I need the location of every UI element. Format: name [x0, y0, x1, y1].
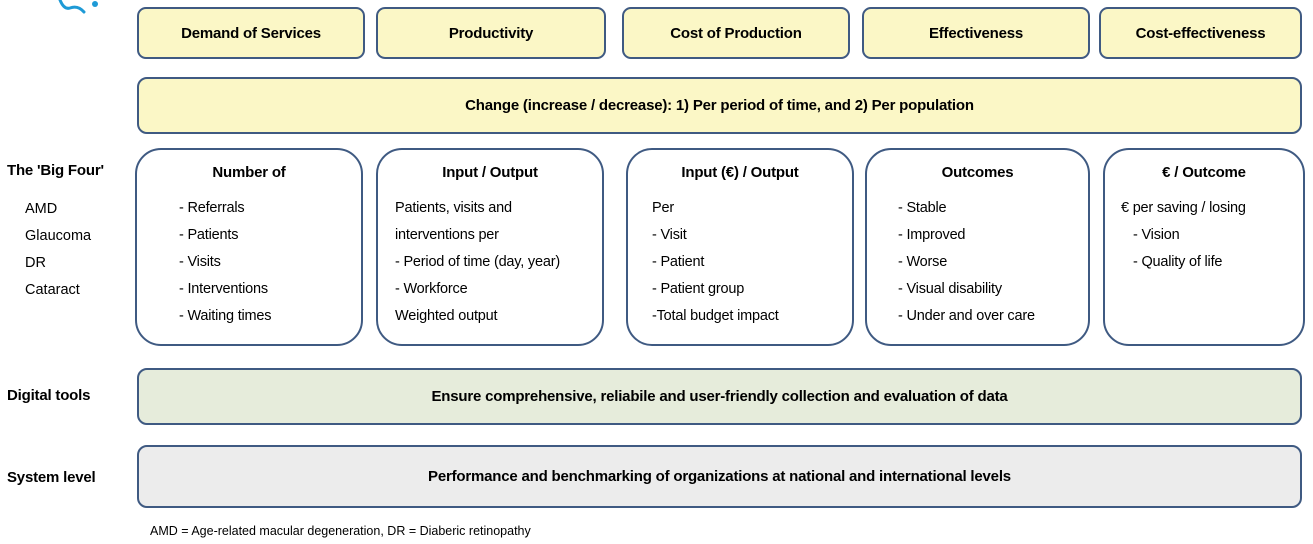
change-band: Change (increase / decrease): 1) Per per…	[137, 77, 1302, 134]
column-line: - Under and over care	[898, 308, 1035, 324]
column-line: - Referrals	[179, 200, 245, 216]
column-line: - Improved	[898, 227, 966, 243]
system-level-band: Performance and benchmarking of organiza…	[137, 445, 1302, 508]
footnote: AMD = Age-related macular degeneration, …	[150, 524, 531, 538]
disease-cataract: Cataract	[25, 282, 80, 298]
column-line: - Interventions	[179, 281, 268, 297]
column-line: - Quality of life	[1133, 254, 1223, 270]
column-input-output: Input / Output Patients, visits and inte…	[376, 148, 604, 346]
column-line: interventions per	[395, 227, 499, 243]
column-line: - Visits	[179, 254, 221, 270]
column-line: - Patient group	[652, 281, 745, 297]
system-level-label: System level	[7, 469, 96, 486]
header-demand-of-services: Demand of Services	[137, 7, 365, 59]
header-productivity: Productivity	[376, 7, 606, 59]
column-line: - Patient	[652, 254, 705, 270]
column-line: € per saving / losing	[1121, 200, 1246, 216]
column-euro-per-outcome: € / Outcome € per saving / losing - Visi…	[1103, 148, 1305, 346]
disease-glaucoma: Glaucoma	[25, 228, 92, 244]
column-line: Patients, visits and	[395, 200, 512, 216]
disease-amd: AMD	[25, 201, 58, 217]
column-line: - Visual disability	[898, 281, 1002, 297]
column-title: Input (€) / Output	[681, 164, 799, 181]
column-line: - Worse	[898, 254, 948, 270]
column-title: Input / Output	[442, 164, 538, 181]
digital-tools-band: Ensure comprehensive, reliabile and user…	[137, 368, 1302, 425]
header-effectiveness: Effectiveness	[862, 7, 1090, 59]
column-line: - Vision	[1133, 227, 1180, 243]
column-outcomes: Outcomes - Stable - Improved - Worse - V…	[865, 148, 1090, 346]
digital-tools-label: Digital tools	[7, 387, 91, 404]
column-line: Per	[652, 200, 674, 216]
logo-fragment-icon	[58, 0, 98, 14]
column-title: Number of	[212, 164, 286, 181]
column-line: - Workforce	[395, 281, 468, 297]
column-line: Weighted output	[395, 308, 498, 324]
disease-list: AMD Glaucoma DR Cataract	[25, 196, 91, 304]
column-line: - Waiting times	[179, 308, 272, 324]
column-line: -Total budget impact	[652, 308, 779, 324]
column-title: € / Outcome	[1162, 164, 1246, 181]
big-four-label: The 'Big Four'	[7, 162, 104, 179]
column-number-of: Number of - Referrals - Patients - Visit…	[135, 148, 363, 346]
column-title: Outcomes	[941, 164, 1014, 181]
column-line: - Visit	[652, 227, 687, 243]
header-cost-effectiveness: Cost-effectiveness	[1099, 7, 1302, 59]
column-input-euro-output: Input (€) / Output Per - Visit - Patient…	[626, 148, 854, 346]
column-line: - Period of time (day, year)	[395, 254, 560, 270]
column-line: - Stable	[898, 200, 947, 216]
disease-dr: DR	[25, 255, 46, 271]
header-cost-of-production: Cost of Production	[622, 7, 850, 59]
column-line: - Patients	[179, 227, 239, 243]
